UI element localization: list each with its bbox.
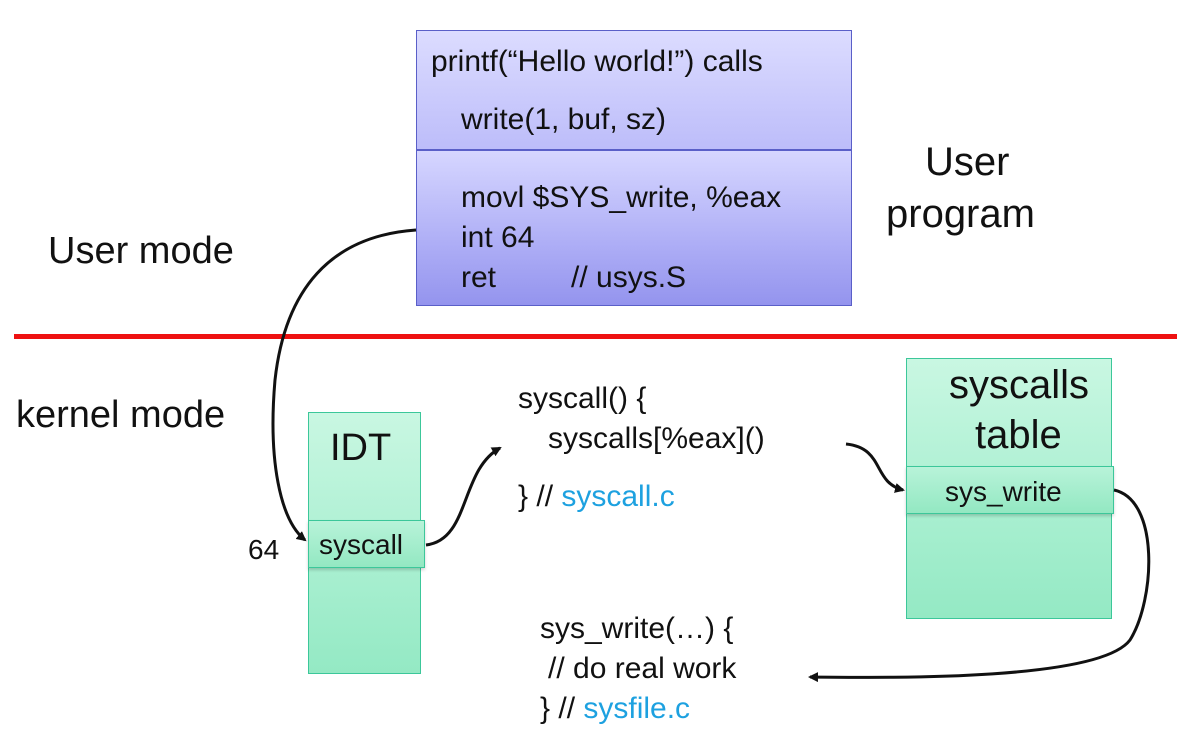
- printf-line: printf(“Hello world!”) calls: [431, 45, 763, 78]
- user-to-idt-arrow: [271, 228, 417, 542]
- ret-line: ret // usys.S: [461, 261, 687, 294]
- idt-syscall-entry: syscall: [308, 520, 425, 568]
- sys-write-code-line1: sys_write(…) {: [540, 612, 734, 645]
- mode-separator-line: [14, 334, 1177, 339]
- syscall-c-file: syscall.c: [561, 480, 675, 513]
- idt-syscall-label: syscall: [319, 529, 404, 560]
- sys-write-code-close: } //: [540, 692, 584, 725]
- user-mode-label: User mode: [48, 230, 234, 272]
- idt-index-label: 64: [248, 534, 280, 565]
- table-to-sys-write-arrow: [808, 488, 1151, 683]
- syscall-code-close: } //: [518, 480, 562, 513]
- user-program-label-line1: User: [925, 140, 1010, 184]
- movl-line: movl $SYS_write, %eax: [461, 181, 782, 214]
- sys-write-code-line3: } // sysfile.c: [540, 692, 690, 726]
- syscalls-table-title-line2: table: [975, 413, 1062, 457]
- syscalls-table-sys-write-entry: sys_write: [906, 466, 1114, 514]
- user-program-asm-section: [417, 151, 851, 305]
- sys-write-entry-label: sys_write: [945, 476, 1062, 507]
- sysfile-c-file: sysfile.c: [583, 692, 691, 725]
- syscall-to-table-arrow: [845, 442, 905, 493]
- kernel-mode-label: kernel mode: [16, 394, 226, 436]
- idt-title: IDT: [330, 427, 392, 469]
- user-program-label-line2: program: [886, 192, 1035, 236]
- user-program-divider: [417, 149, 851, 151]
- sys-write-code-line2: // do real work: [548, 652, 737, 685]
- user-program-box: printf(“Hello world!”) calls write(1, bu…: [416, 30, 852, 306]
- int-line: int 64: [461, 221, 535, 254]
- syscall-code-line3: } // syscall.c: [518, 480, 675, 514]
- idt-to-syscall-arrow: [425, 446, 502, 547]
- syscall-code-line1: syscall() {: [518, 382, 647, 415]
- syscalls-table-title-line1: syscalls: [949, 363, 1090, 407]
- syscall-code-line2: syscalls[%eax](): [548, 422, 765, 455]
- write-call-line: write(1, buf, sz): [461, 103, 667, 136]
